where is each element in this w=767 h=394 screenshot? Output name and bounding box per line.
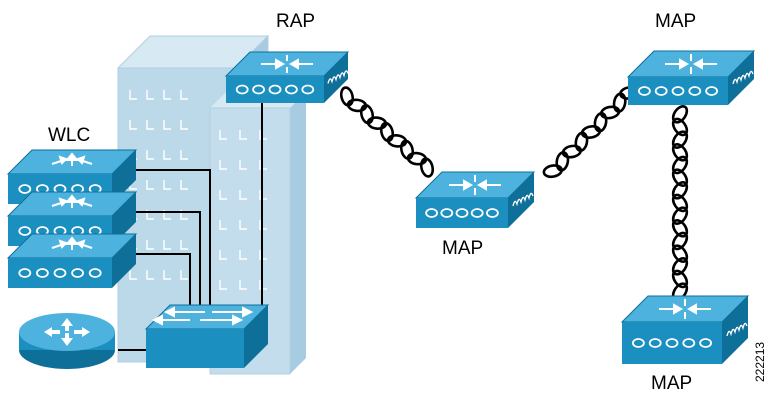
wlc-controller-icon	[6, 149, 138, 288]
wireless-link-map-map	[542, 85, 640, 179]
map-bottom-right-label: MAP	[651, 373, 692, 394]
map-top-right-label: MAP	[655, 11, 696, 32]
rap-label: RAP	[276, 11, 315, 32]
wireless-link-rap-map	[339, 86, 435, 178]
wlc-unit	[6, 233, 138, 288]
wired-links	[118, 98, 263, 351]
map-bottom-right-access-point	[620, 295, 750, 364]
rap-access-point	[224, 51, 350, 103]
map-center-access-point	[414, 171, 536, 228]
wireless-link-map-vertical	[671, 105, 689, 301]
router-icon	[19, 313, 115, 369]
wlc-label: WLC	[48, 125, 90, 146]
switch-icon	[144, 304, 270, 368]
figure-number: 222213	[753, 342, 767, 382]
map-center-label: MAP	[442, 238, 483, 259]
wlc-unit	[6, 191, 138, 246]
map-top-right-access-point	[626, 50, 756, 105]
